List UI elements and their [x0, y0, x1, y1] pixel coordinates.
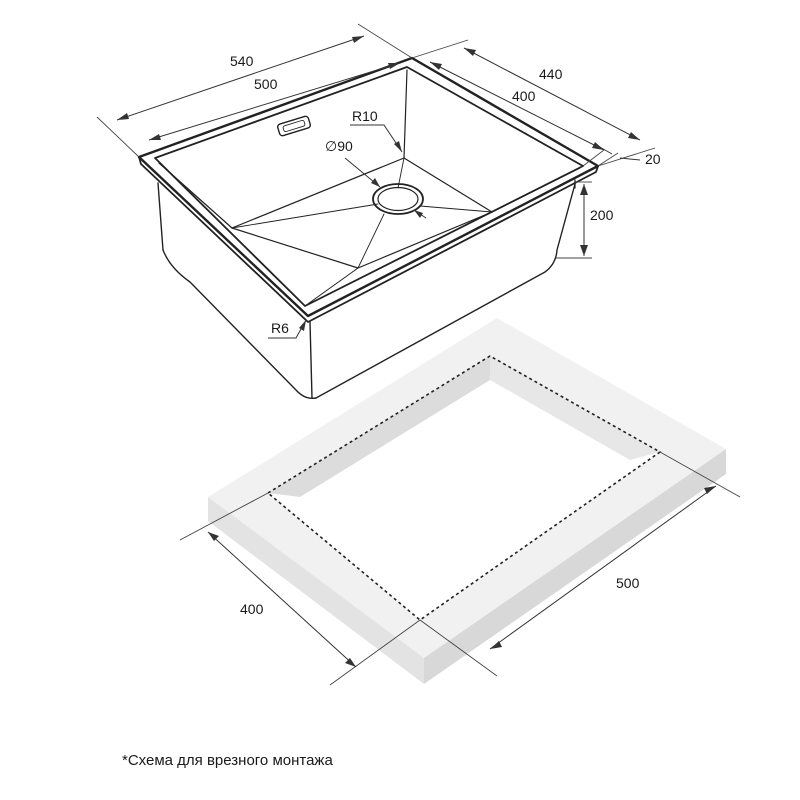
outer-width-label: 440: [539, 66, 563, 82]
callout-corner-radius: R10: [350, 108, 403, 153]
callout-drain-diameter: ∅90: [325, 138, 427, 219]
sink-bowl-interior: [158, 69, 581, 307]
drain: [372, 183, 424, 215]
overflow-slot: [276, 115, 312, 137]
cutout-length-label: 500: [616, 575, 640, 591]
corner-radius-label: R10: [352, 108, 378, 124]
slab-right-edge: [424, 449, 726, 684]
dimension-outer-width: 440: [411, 39, 656, 167]
dimension-rim-width: 20: [582, 145, 661, 167]
bowl-width-label: 400: [512, 88, 536, 104]
dimension-cutout-width: 400: [179, 492, 421, 686]
cutout-opening: [268, 356, 660, 620]
cutout-right-wall: [490, 356, 660, 460]
sink-rim-thickness: [138, 156, 599, 323]
rim-radius-label: R6: [271, 320, 289, 336]
sink-outer-walls: [157, 179, 576, 400]
dimension-depth: 200: [556, 181, 614, 259]
rim-width-label: 20: [645, 151, 661, 167]
callout-rim-radius: R6: [268, 319, 307, 339]
dimension-cutout-length: 500: [419, 451, 741, 677]
cutout-back-wall: [268, 356, 490, 497]
cutout-width-label: 400: [240, 601, 264, 617]
dimension-outer-length: 540: [96, 23, 413, 158]
depth-label: 200: [590, 207, 614, 223]
dimension-bowl-width: 400: [429, 61, 605, 151]
drain-diameter-label: ∅90: [325, 138, 353, 154]
dimension-bowl-length: 500: [148, 62, 401, 141]
slab-left-edge: [208, 497, 424, 684]
outer-length-label: 540: [230, 53, 254, 69]
countertop-slab: [208, 318, 726, 684]
bowl-length-label: 500: [254, 76, 278, 92]
mounting-caption: *Схема для врезного монтажа: [122, 752, 333, 769]
